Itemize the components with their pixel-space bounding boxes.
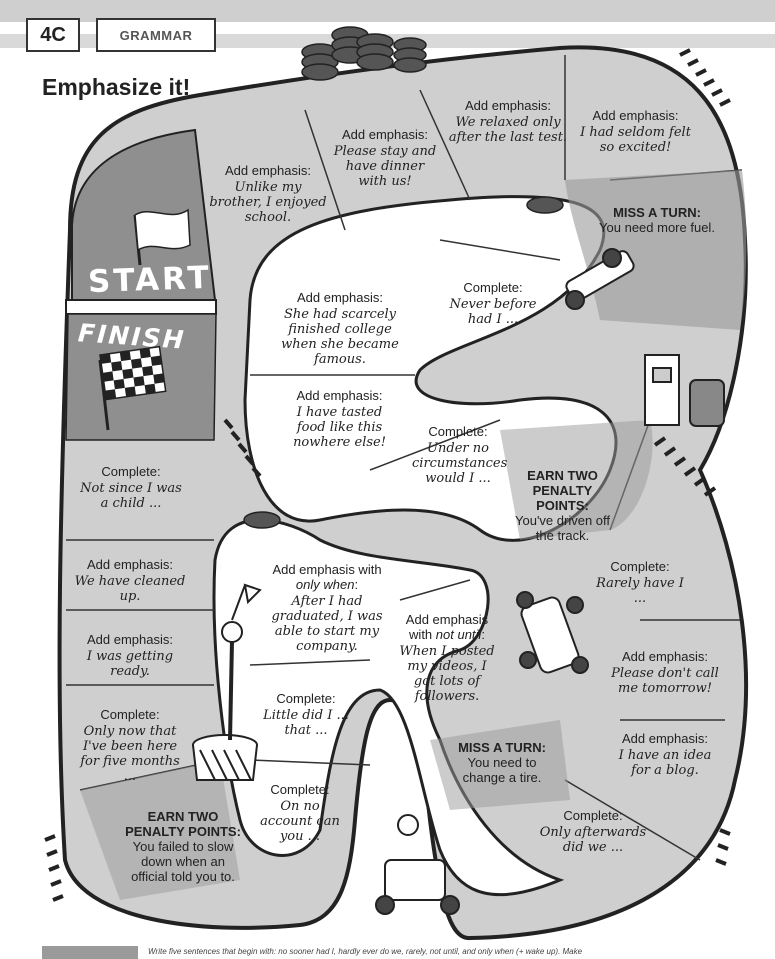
label-emphasis: only when <box>295 577 355 592</box>
footer-tab <box>42 946 138 959</box>
race-car-icon <box>375 248 635 915</box>
square-22: Add emphasis: Please don't call me tomor… <box>610 649 720 696</box>
label-emphasis: not until <box>435 627 482 642</box>
square-label: Add emphasis: <box>296 388 383 403</box>
square-text: You need to change a tire. <box>462 755 542 785</box>
square-16: Add emphasis: I was getting ready. <box>70 632 190 679</box>
square-label: Complete: <box>276 691 336 706</box>
square-18-penalty: EARN TWO PENALTY POINTS: You failed to s… <box>122 809 244 884</box>
square-11: Complete: Rarely have I ... <box>590 559 690 606</box>
square-label: EARN TWO PENALTY POINTS: <box>527 468 598 513</box>
label-post: : <box>354 577 359 592</box>
square-text: Only now that I've been here for five mo… <box>80 724 180 784</box>
square-label: Add emphasis with not until: <box>398 612 496 642</box>
square-3: Add emphasis: We relaxed only after the … <box>448 98 568 145</box>
square-text: Little did I ... that ... <box>263 708 349 738</box>
square-10-penalty: EARN TWO PENALTY POINTS: You've driven o… <box>515 468 610 543</box>
square-text: She had scarcely finished college when s… <box>281 307 399 367</box>
start-finish-line <box>65 299 217 315</box>
shade-miss-turn-1 <box>565 170 747 330</box>
square-15: Add emphasis: We have cleaned up. <box>70 557 190 604</box>
page-title: Emphasize it! <box>42 74 191 100</box>
square-label: EARN TWO PENALTY POINTS: <box>125 809 241 839</box>
square-label: Add emphasis: <box>87 632 173 647</box>
square-19: Complete: Little did I ... that ... <box>262 691 350 738</box>
barrier-stripes <box>44 48 731 902</box>
square-text: Please stay and have dinner with us! <box>333 144 437 189</box>
footer-instructions: Write five sentences that begin with: no… <box>148 947 583 956</box>
square-label: Add emphasis: <box>622 649 708 664</box>
tire-stack-icon <box>243 26 564 529</box>
square-text: You need more fuel. <box>599 220 715 235</box>
section-badge: GRAMMAR <box>96 18 216 52</box>
square-text: We relaxed only after the last test. <box>448 115 568 145</box>
square-2: Add emphasis: Please stay and have dinne… <box>330 127 440 189</box>
square-21-miss-turn: MISS A TURN: You need to change a tire. <box>452 740 552 785</box>
square-text: Unlike my brother, I enjoyed school. <box>209 180 327 225</box>
white-flag-icon <box>133 208 191 266</box>
square-text: Only afterwards did we ... <box>539 825 647 855</box>
square-text: When I posted my videos, I got lots of f… <box>399 644 495 704</box>
square-13: Add emphasis with only when: After I had… <box>268 562 386 654</box>
square-label: Complete: <box>270 782 330 797</box>
shade-penalty-1 <box>500 420 653 540</box>
shade-penalty-2 <box>80 760 240 900</box>
square-text: You failed to slow down when an official… <box>131 839 235 884</box>
square-17: Complete: Only now that I've been here f… <box>72 707 188 784</box>
checkered-flag-icon <box>98 345 167 431</box>
label-pre: Add emphasis with <box>405 612 489 642</box>
square-label: Complete: <box>428 424 488 439</box>
square-text: Under no circumstances would I ... <box>412 441 508 486</box>
square-label: Complete: <box>610 559 670 574</box>
infield-lower <box>212 518 565 897</box>
square-6: Complete: Never before had I ... <box>448 280 538 327</box>
square-text: Please don't call me tomorrow! <box>611 666 719 696</box>
square-text: On no account can you ... <box>260 799 340 844</box>
square-text: After I had graduated, I was able to sta… <box>271 594 383 654</box>
fuel-pump-icon <box>644 354 725 427</box>
square-7: Add emphasis: She had scarcely finished … <box>275 290 405 367</box>
square-label: MISS A TURN: <box>458 740 546 755</box>
square-4: Add emphasis: I had seldom felt so excit… <box>578 108 693 155</box>
square-24: Complete: Only afterwards did we ... <box>538 808 648 855</box>
unit-badge: 4C <box>26 18 80 52</box>
podium-icon <box>192 583 262 781</box>
square-text: We have cleaned up. <box>74 574 186 604</box>
square-text: I have tasted food like this nowhere els… <box>293 405 386 450</box>
square-label: Complete: <box>100 707 160 722</box>
label-post: : <box>481 627 485 642</box>
square-9: Complete: Under no circumstances would I… <box>412 424 508 486</box>
square-label: Complete: <box>463 280 523 295</box>
square-text: I had seldom felt so excited! <box>580 125 691 155</box>
square-8: Add emphasis: I have tasted food like th… <box>282 388 397 450</box>
square-label: Complete: <box>563 808 623 823</box>
square-label: Complete: <box>101 464 161 479</box>
label-pre: Add emphasis with <box>272 562 382 577</box>
top-band <box>0 0 775 22</box>
square-label: Add emphasis: <box>297 290 383 305</box>
square-text: I was getting ready. <box>86 649 174 679</box>
shade-miss-turn-2 <box>430 720 570 810</box>
square-text: Not since I was a child ... <box>80 481 182 511</box>
square-text: You've driven off the track. <box>515 513 610 543</box>
square-label: Add emphasis with only when: <box>268 562 386 592</box>
square-label: Add emphasis: <box>465 98 551 113</box>
square-label: Add emphasis: <box>592 108 679 123</box>
square-label: MISS A TURN: <box>613 205 701 220</box>
square-5-miss-turn: MISS A TURN: You need more fuel. <box>592 205 722 235</box>
square-label: Add emphasis: <box>622 731 708 746</box>
square-12: Add emphasis with not until: When I post… <box>398 612 496 704</box>
square-label: Add emphasis: <box>87 557 173 572</box>
square-label: Add emphasis: <box>342 127 428 142</box>
square-text: I have an idea for a blog. <box>618 748 712 778</box>
square-23: Add emphasis: I have an idea for a blog. <box>610 731 720 778</box>
square-1: Add emphasis: Unlike my brother, I enjoy… <box>208 163 328 225</box>
square-20: Complete: On no account can you ... <box>254 782 346 844</box>
square-14: Complete: Not since I was a child ... <box>76 464 186 511</box>
square-text: Rarely have I ... <box>596 576 684 606</box>
square-text: Never before had I ... <box>449 297 537 327</box>
start-label: START <box>87 259 213 301</box>
square-label: Add emphasis: <box>225 163 311 178</box>
